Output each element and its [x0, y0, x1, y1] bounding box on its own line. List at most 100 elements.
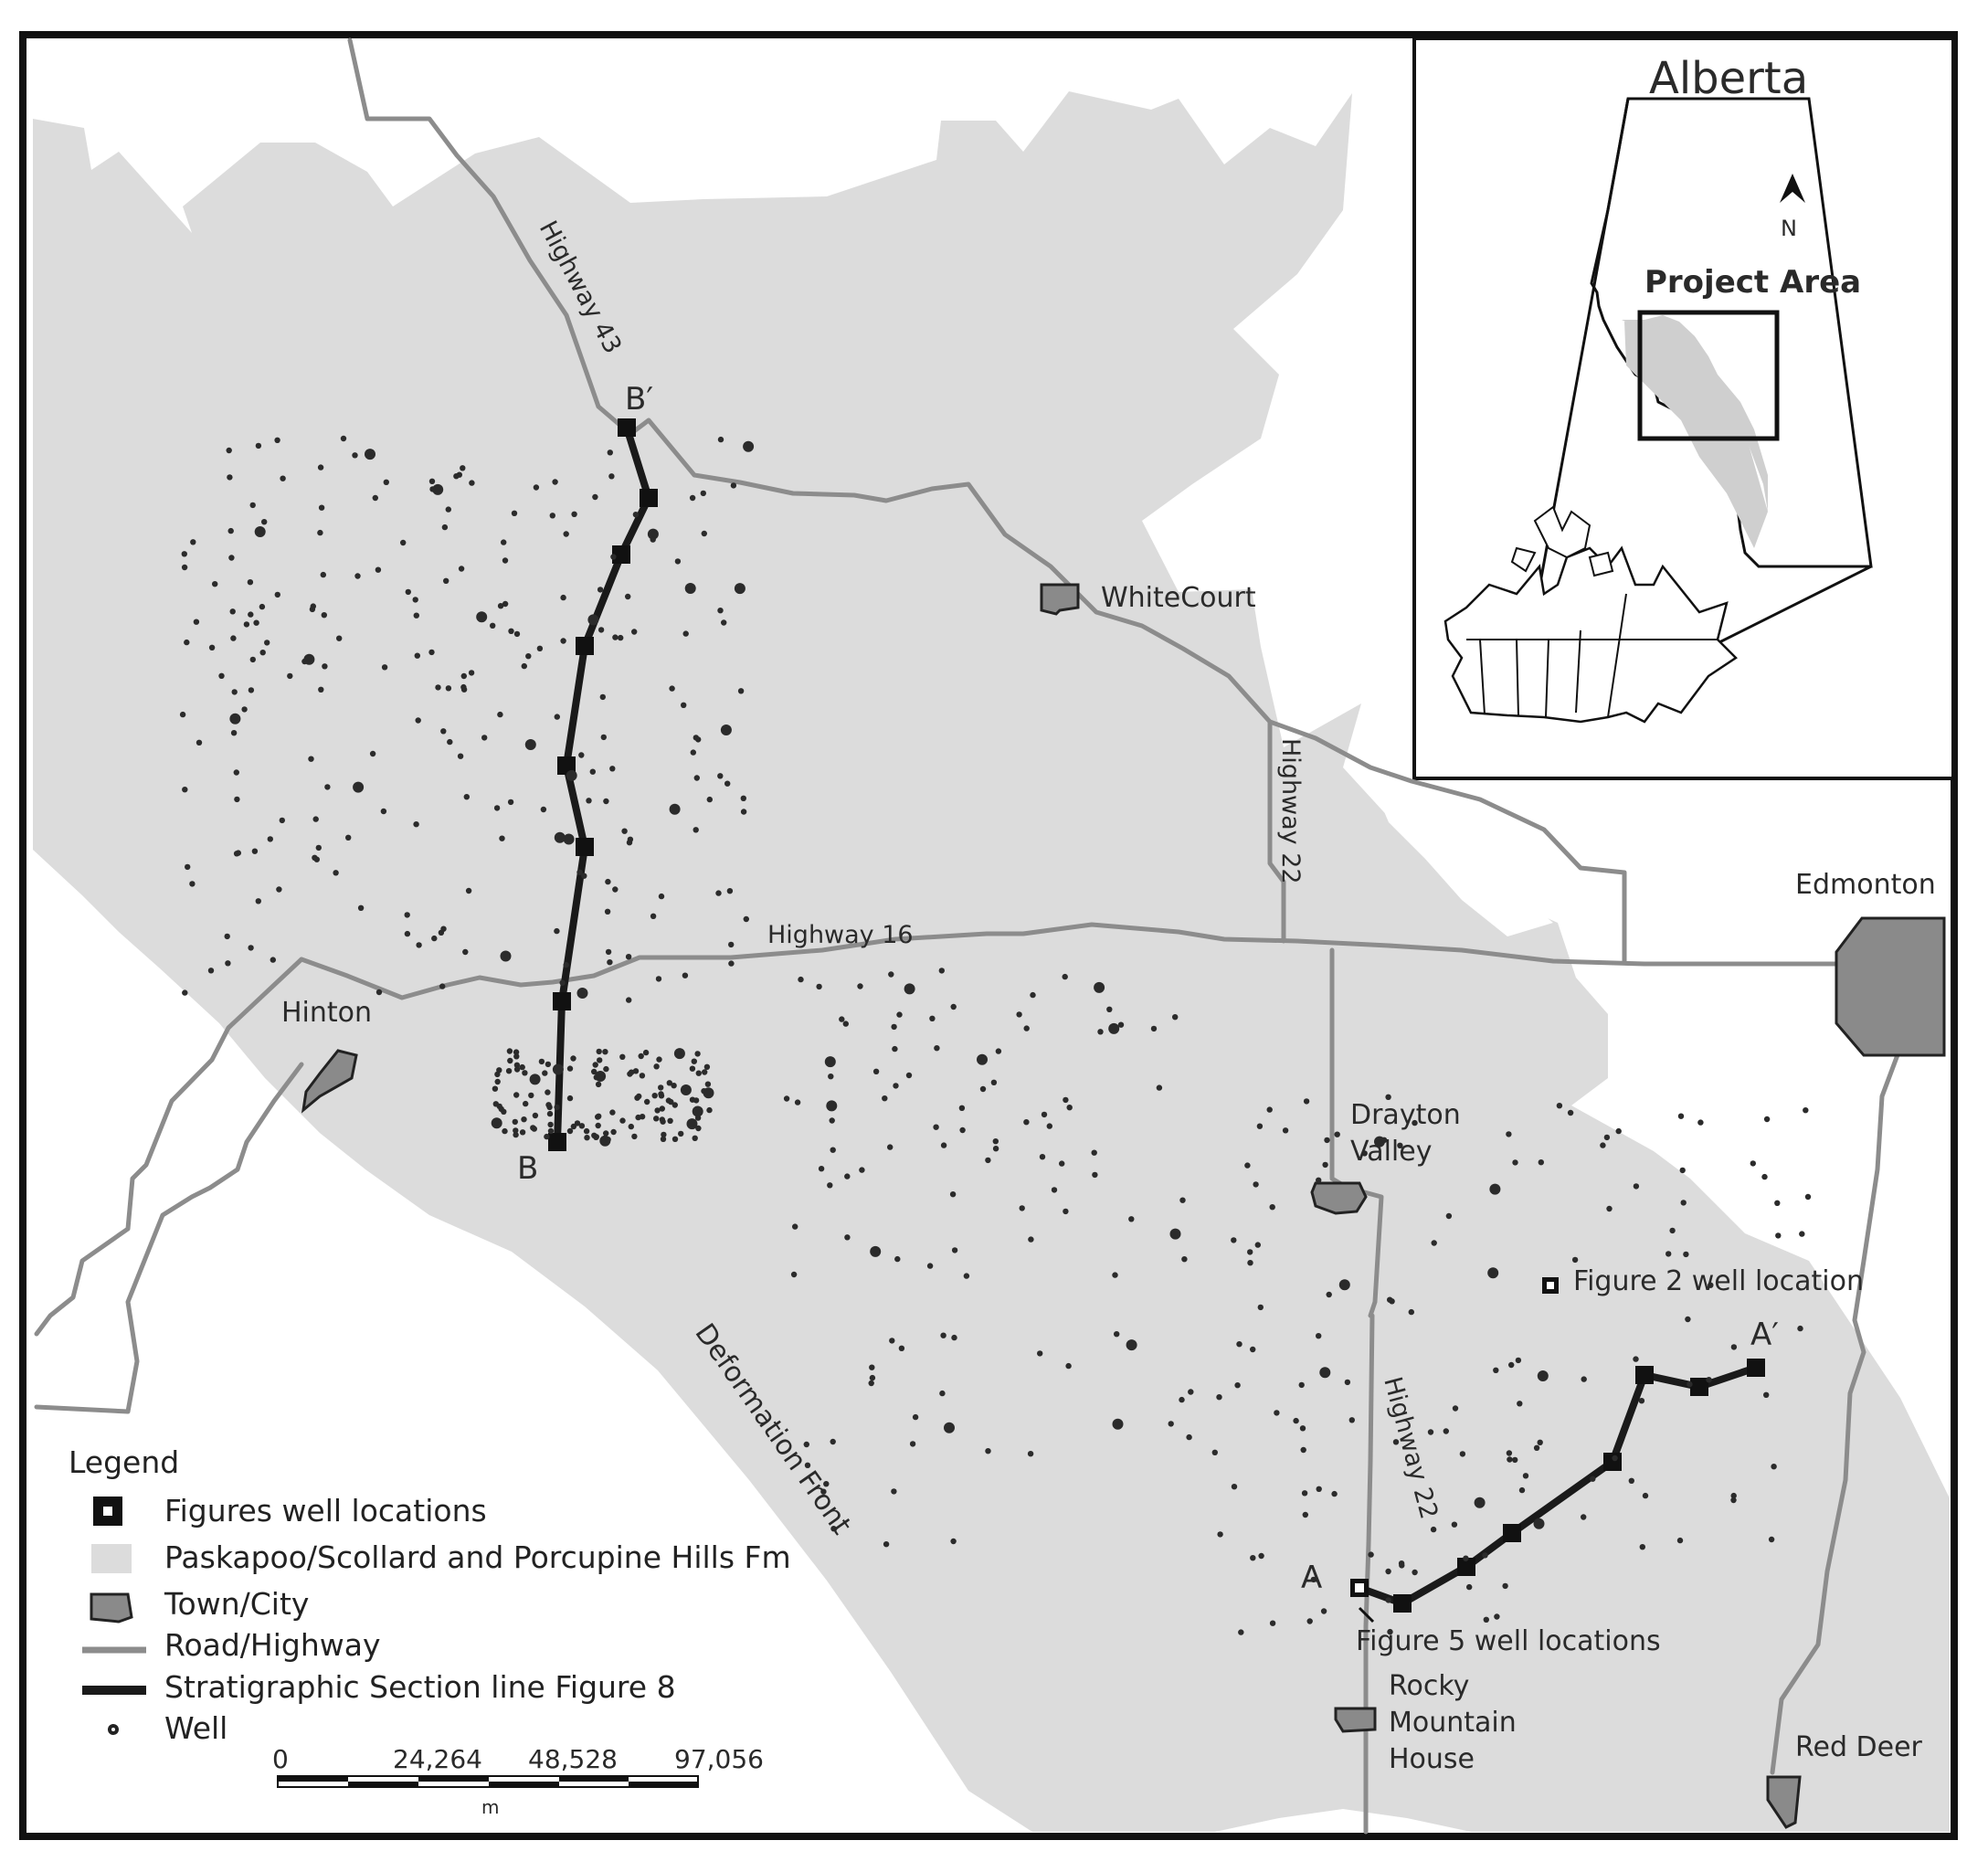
well-dot	[571, 511, 577, 517]
well-dot	[1606, 1205, 1613, 1212]
well-dot	[1236, 1341, 1242, 1348]
well-dot	[830, 1438, 836, 1445]
drayton-valley-label-line2: Valley	[1350, 1136, 1432, 1168]
well-dot	[318, 686, 324, 693]
well-dot	[904, 983, 915, 995]
well-dot	[502, 557, 509, 564]
hinton-label: Hinton	[281, 997, 372, 1029]
well-dot	[721, 619, 727, 626]
well-dot	[253, 619, 259, 626]
well-dot	[1091, 1149, 1097, 1156]
well-dot	[869, 1374, 876, 1381]
well-dot	[1669, 1227, 1676, 1234]
well-dot	[1708, 1282, 1714, 1288]
well-dot	[498, 1105, 504, 1113]
well-dot	[667, 1117, 673, 1125]
well-dot	[570, 1123, 577, 1130]
well-dot	[605, 878, 611, 885]
well-dot	[208, 644, 216, 650]
well-dot	[1348, 1417, 1356, 1423]
well-dot	[513, 1127, 519, 1134]
well-dot	[1385, 1597, 1391, 1603]
whitecourt-town	[1040, 583, 1080, 616]
well-dot	[591, 1068, 597, 1075]
well-dot	[1474, 1497, 1486, 1508]
well-dot	[312, 854, 318, 861]
well-dot	[463, 794, 470, 800]
well-dot	[431, 935, 438, 942]
well-dot	[1412, 1119, 1418, 1126]
figure-well-square	[576, 637, 594, 655]
well-dot	[612, 886, 619, 893]
well-dot	[909, 1441, 916, 1447]
well-dot	[1256, 1123, 1264, 1129]
well-dot	[184, 639, 190, 646]
well-dot	[992, 1146, 999, 1152]
well-dot	[229, 713, 241, 725]
rocky-mountain-house-label-line3: House	[1389, 1743, 1475, 1775]
well-dot	[1301, 1490, 1308, 1497]
well-dot	[1397, 1142, 1403, 1149]
well-dot	[597, 587, 604, 593]
highway-16-road	[299, 922, 1839, 1000]
well-dot	[605, 948, 612, 956]
well-dot	[589, 768, 596, 775]
well-dot	[658, 1084, 664, 1091]
well-dot	[869, 1364, 875, 1370]
well-dot	[891, 1023, 897, 1031]
well-dot	[857, 983, 863, 989]
well-dot	[830, 1526, 837, 1532]
well-dot	[460, 672, 467, 680]
well-dot	[584, 1135, 590, 1141]
well-dot	[230, 635, 237, 641]
well-dot	[692, 1105, 703, 1117]
well-dot	[609, 1109, 616, 1116]
well-dot	[689, 494, 696, 502]
well-dot	[554, 927, 560, 935]
well-dot	[724, 780, 731, 787]
well-dot	[1685, 1316, 1691, 1323]
well-dot	[638, 1052, 644, 1060]
well-dot	[1030, 991, 1036, 999]
well-dot	[1730, 1344, 1738, 1350]
drayton-valley-town	[1310, 1181, 1368, 1215]
well-dot	[227, 527, 234, 534]
well-dot	[545, 1089, 551, 1095]
well-dot	[1293, 1417, 1299, 1424]
well-dot	[706, 796, 713, 803]
well-dot	[958, 1105, 966, 1112]
well-dot	[544, 1133, 550, 1140]
well-dot	[521, 662, 527, 670]
section-line-b	[554, 426, 652, 1143]
well-dot	[457, 753, 464, 759]
well-dot	[1628, 1477, 1635, 1485]
well-dot	[790, 1271, 798, 1278]
legend: Legend Figures well locations Paskapoo/S…	[69, 1444, 791, 1746]
well-dot	[1039, 1154, 1046, 1160]
well-dot	[730, 482, 737, 489]
well-dot	[445, 685, 452, 692]
well-dot	[882, 1095, 888, 1102]
inset-leader-line	[1706, 565, 1872, 650]
project-area-box	[1637, 310, 1780, 441]
well-dot	[673, 1048, 685, 1060]
figure-2-well-location-label: Figure 2 well location	[1573, 1265, 1864, 1297]
well-dot	[1112, 1418, 1124, 1430]
well-dot	[554, 831, 566, 843]
well-dot	[1282, 1127, 1289, 1134]
figure-well-square	[576, 838, 594, 856]
well-dot	[1320, 1608, 1327, 1614]
well-dot	[1302, 1511, 1309, 1518]
well-dot	[1097, 1029, 1104, 1035]
well-dot	[365, 449, 375, 460]
well-dot	[690, 749, 696, 756]
well-dot	[844, 1234, 851, 1241]
well-dot	[626, 997, 632, 1003]
well-dot	[468, 670, 475, 676]
well-dot	[1094, 981, 1105, 993]
whitecourt-label: WhiteCourt	[1101, 582, 1256, 614]
legend-item-section-line: Stratigraphic Section line Figure 8	[164, 1669, 676, 1705]
well-dot	[740, 795, 746, 801]
well-dot	[635, 1114, 641, 1121]
well-dot	[521, 1116, 527, 1123]
